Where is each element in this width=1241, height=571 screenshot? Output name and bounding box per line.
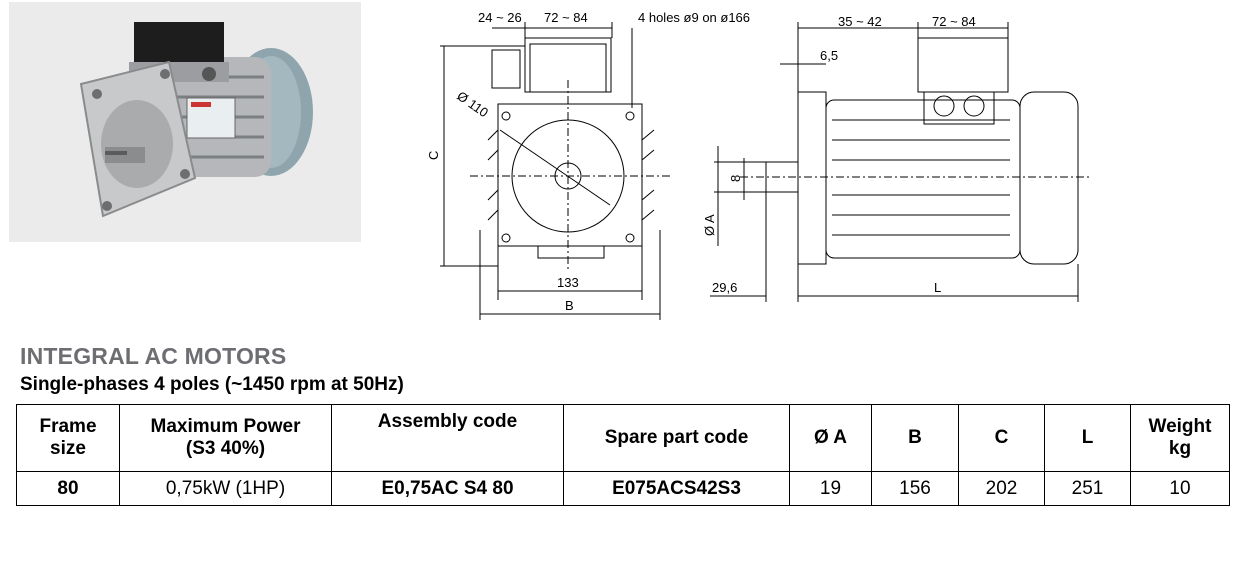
table-cell: 0,75kW (1HP) [119,471,332,506]
dim-b: B [565,298,574,313]
column-header-line: (S3 40%) [185,438,266,459]
dim-c: C [426,151,441,160]
column-header: Spare part code [563,404,790,472]
column-header-line: Weight [1148,416,1212,437]
column-header: C [958,404,1045,472]
note-holes: 4 holes ø9 on ø166 [638,10,750,25]
dim-shaft-diameter: Ø A [702,214,717,236]
section-subtitle: Single-phases 4 poles (~1450 rpm at 50Hz… [20,374,404,395]
column-header: Assembly code [331,404,564,472]
column-header: Maximum Power(S3 40%) [119,404,332,472]
dim-flange-thickness: 6,5 [820,48,838,63]
table-cell: E0,75AC S4 80 [331,471,564,506]
dimension-drawing: 24 ~ 26 72 ~ 84 4 holes ø9 on ø166 35 ~ … [426,10,1090,320]
table-cell: E075ACS42S3 [563,471,790,506]
column-header-line: C [994,427,1009,448]
table-cell: 251 [1044,471,1131,506]
dim-133: 133 [557,275,579,290]
dim-flange-to-box: 24 ~ 26 [478,10,522,25]
table-cell: 10 [1130,471,1230,506]
dim-side-offset: 35 ~ 42 [838,14,882,29]
dim-l: L [934,280,941,295]
column-header-line: Maximum Power [150,416,301,437]
column-header: Ø A [789,404,872,472]
column-header-line: B [908,427,922,448]
column-header-line: Spare part code [604,427,749,448]
table-cell: 19 [789,471,872,506]
dim-box-width-front: 72 ~ 84 [544,10,588,25]
dim-shaft-length: 29,6 [712,280,737,295]
column-header-line: size [50,438,86,459]
dim-box-width-side: 72 ~ 84 [932,14,976,29]
column-header-line: kg [1168,438,1192,459]
motor-photo [9,2,361,242]
column-header: L [1044,404,1131,472]
column-header-line: Frame [39,416,97,437]
column-header: B [871,404,959,472]
table-cell: 156 [871,471,959,506]
dim-circle: Ø 110 [454,88,491,120]
column-header-line: Ø A [813,427,848,448]
dim-key: 8 [728,175,743,182]
section-title: INTEGRAL AC MOTORS [20,343,287,369]
table-cell: 80 [16,471,120,506]
table-cell: 202 [958,471,1045,506]
column-header-line: L [1081,427,1094,448]
column-header-line: Assembly code [377,411,518,432]
